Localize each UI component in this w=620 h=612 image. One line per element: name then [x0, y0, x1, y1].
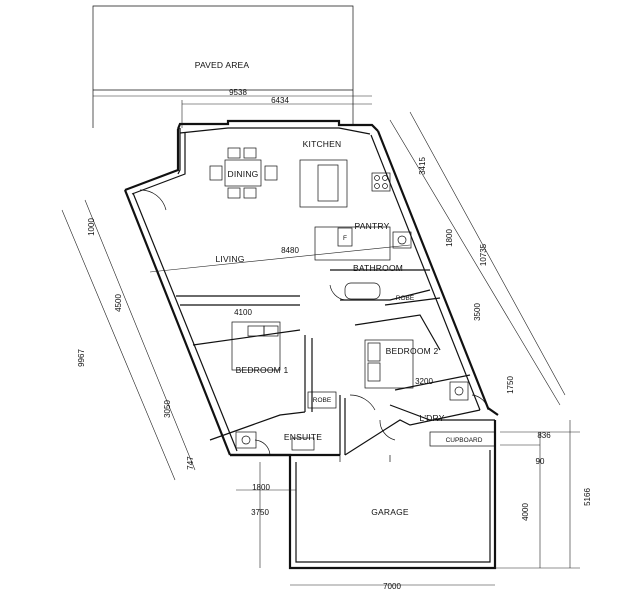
dimension-lines: [61, 95, 580, 586]
dim-4000: 4000: [521, 503, 530, 521]
label-dining: DINING: [228, 169, 259, 179]
dim-9538: 9538: [229, 88, 247, 97]
dim-3415: 3415: [418, 157, 427, 175]
label-bedroom-1: BEDROOM 1: [236, 365, 289, 375]
label-ensuite: ENSUITE: [284, 432, 322, 442]
label-bathroom: BATHROOM: [353, 263, 403, 273]
dim-3500: 3500: [473, 303, 482, 321]
dining-table: [209, 147, 278, 199]
dimension-labels: 9538 6434 3415 10735 1800 3500 1750 1000…: [77, 88, 592, 591]
label-robe-2: ROBE: [396, 295, 415, 302]
dim-90: 90: [536, 457, 545, 466]
dim-4500: 4500: [114, 294, 123, 312]
dim-1800-bottom: 1800: [252, 483, 270, 492]
dim-1750: 1750: [506, 376, 515, 394]
room-labels: PAVED AREA KITCHEN DINING LIVING F PANTR…: [195, 60, 483, 517]
label-cupboard: CUPBOARD: [446, 437, 483, 444]
dim-4100: 4100: [234, 308, 252, 317]
label-bedroom-2: BEDROOM 2: [386, 346, 439, 356]
label-paved-area: PAVED AREA: [195, 60, 250, 70]
interior-walls: [139, 128, 489, 456]
label-living: LIVING: [215, 254, 244, 264]
label-kitchen: KITCHEN: [303, 139, 342, 149]
dim-8480: 8480: [281, 246, 299, 255]
dim-7000: 7000: [383, 582, 401, 591]
label-fridge: F: [343, 235, 347, 242]
dim-5166: 5166: [583, 488, 592, 506]
dim-3050: 3050: [163, 400, 172, 418]
dim-10735: 10735: [479, 243, 488, 266]
dim-3750: 3750: [251, 508, 269, 517]
dim-9967: 9967: [77, 349, 86, 367]
label-laundry: L'DRY: [419, 413, 444, 423]
dim-836: 836: [537, 431, 551, 440]
dim-6434: 6434: [271, 96, 289, 105]
dim-1800-right: 1800: [445, 229, 454, 247]
dim-747: 747: [186, 456, 195, 470]
paved-area: [92, 5, 354, 128]
dim-1000: 1000: [87, 218, 96, 236]
label-robe-1: ROBE: [313, 397, 332, 404]
label-pantry: PANTRY: [355, 221, 390, 231]
dim-3200: 3200: [415, 377, 433, 386]
label-garage: GARAGE: [371, 507, 409, 517]
